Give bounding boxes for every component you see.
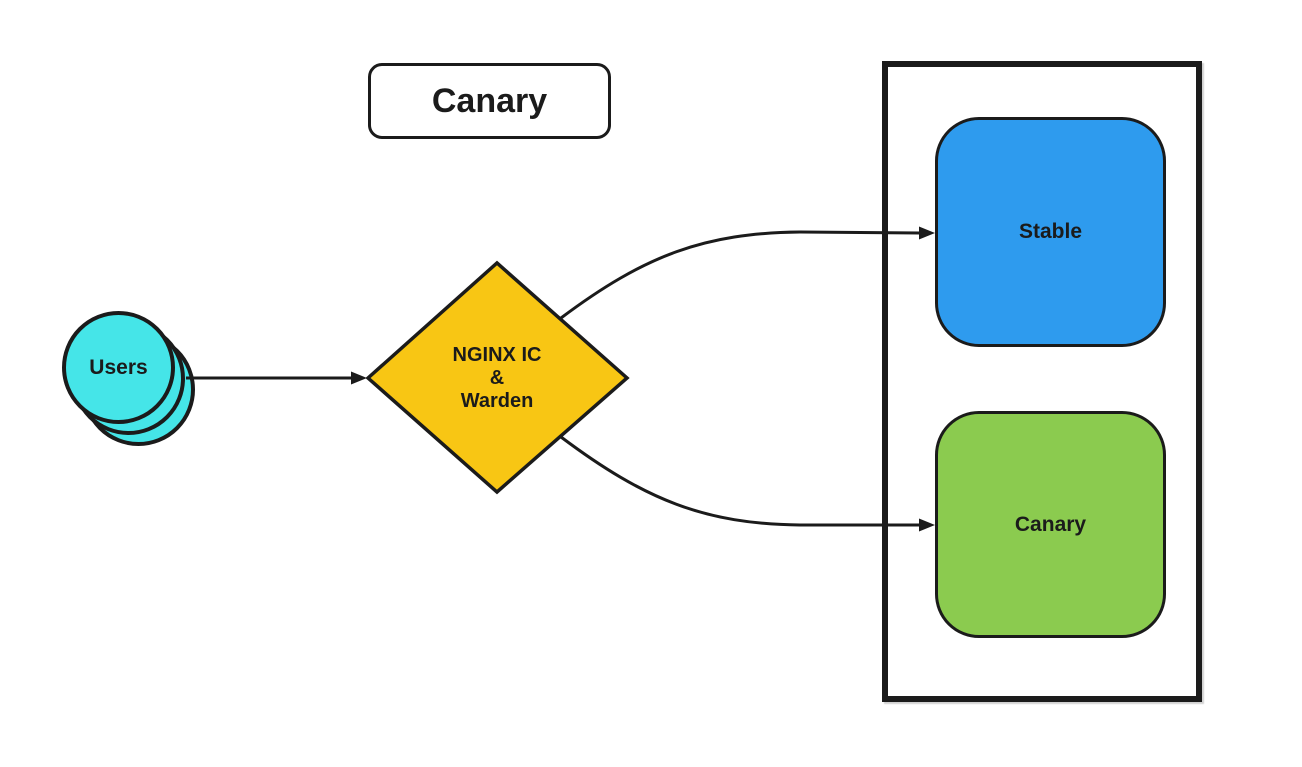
stable-node-label: Stable [1018,220,1083,243]
router-label-line2: & [489,367,505,389]
router-node-label: NGINX IC & Warden [377,344,617,413]
diagram-title-label: Canary [431,81,548,120]
edge-router-to-stable [560,230,921,320]
stable-node: Stable [935,117,1166,347]
canary-node-label: Canary [1014,512,1087,536]
router-label-line3: Warden [460,390,534,412]
users-node: Users [62,311,175,424]
diagram-title-node: Canary [368,63,611,139]
router-label-line1: NGINX IC [452,344,542,366]
cluster-container [882,61,1202,702]
users-node-label: Users [89,355,148,379]
canary-node: Canary [935,411,1166,638]
edge-router-to-canary [560,435,920,527]
arrowhead-users-to-router [351,371,367,385]
